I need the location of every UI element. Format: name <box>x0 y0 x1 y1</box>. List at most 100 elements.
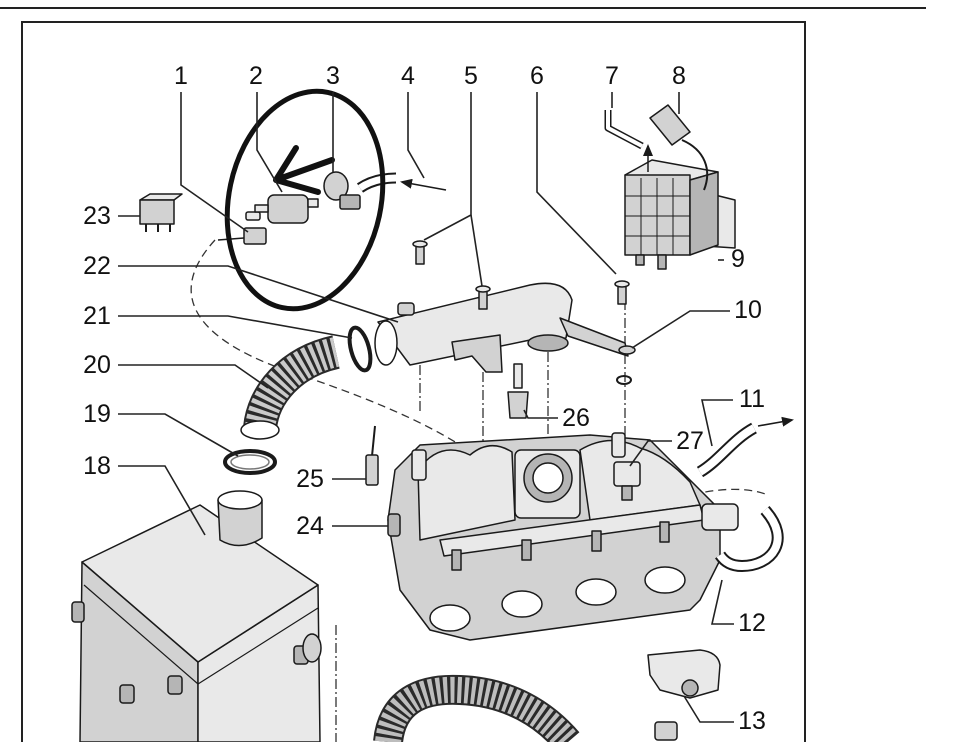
part-19-hose-clamp <box>223 449 277 475</box>
connector-1-body <box>243 227 267 245</box>
callout-12: 12 <box>738 609 766 637</box>
sensor-25-wire <box>371 425 376 457</box>
injector-2 <box>521 539 532 561</box>
part-24-plug <box>387 513 401 537</box>
airbox-lid-rim <box>83 584 319 685</box>
valve-2-nozzle-left <box>254 204 269 213</box>
fasteners <box>412 240 636 385</box>
part-23-relay <box>139 193 183 232</box>
callout-20: 20 <box>83 351 111 379</box>
tube-22-outlet <box>527 334 569 352</box>
connector-1-seal <box>245 211 261 221</box>
hose-20-ribs <box>245 337 340 431</box>
callout-24: 24 <box>296 512 324 540</box>
runner-port-3 <box>575 578 617 606</box>
part-8-connector-cover <box>649 104 709 191</box>
leader-line-18 <box>118 465 206 536</box>
highlight-arrow-icon <box>273 145 335 195</box>
leader-line-6 <box>536 92 617 275</box>
leader-line-26 <box>523 409 558 419</box>
strip-7-outline <box>604 110 644 150</box>
part-22-intake-tube <box>374 282 629 373</box>
screw-c-head <box>614 280 630 288</box>
part-26-sensor <box>507 363 529 419</box>
screw-a-head <box>412 240 428 248</box>
sensor-26-body <box>507 391 529 419</box>
runner-port-1 <box>429 604 471 632</box>
valve-27-body <box>613 461 641 487</box>
part-25-sensor <box>365 425 379 486</box>
callout-3: 3 <box>326 62 340 90</box>
hose-12-fill <box>716 507 782 571</box>
valve-2-body <box>267 194 309 224</box>
relay-body <box>139 199 175 225</box>
sensor-13-port <box>681 679 699 697</box>
screw-b-head <box>475 285 491 293</box>
cap-3-body <box>323 171 349 201</box>
leader-line-21 <box>118 315 353 339</box>
runner-port-2 <box>501 590 543 618</box>
leader-line-22 <box>118 265 399 323</box>
callout-25: 25 <box>296 465 324 493</box>
callout-26: 26 <box>562 404 590 432</box>
tube-22-nozzle <box>397 302 415 316</box>
throttle-bore-inner <box>532 462 564 494</box>
airbox-clip-left <box>71 601 85 623</box>
callout-19: 19 <box>83 400 111 428</box>
part-9-control-unit <box>624 144 736 270</box>
part-27-valve <box>613 461 641 501</box>
hose-4-fill <box>358 174 397 191</box>
airbox-lid-top <box>81 504 319 663</box>
airbox-clip-front-a <box>119 684 135 704</box>
leader-lines <box>118 92 734 723</box>
leader-line-5a <box>423 92 472 241</box>
leader-line-10 <box>631 310 730 349</box>
manifold-end-fitting <box>701 503 739 531</box>
manifold-left-pipe <box>411 449 427 481</box>
flow-arrow-11 <box>757 416 794 427</box>
clamp-21-ring <box>347 325 373 373</box>
callout-11: 11 <box>739 385 765 413</box>
leader-line-13 <box>683 695 734 723</box>
sensor-13-body <box>647 649 721 699</box>
leader-line-11 <box>701 399 733 447</box>
part-18-air-filter-housing <box>71 490 322 742</box>
part-3-cap <box>323 171 361 210</box>
washer-10-lower <box>616 375 632 385</box>
leader-line-19 <box>118 413 239 457</box>
manifold-upper-runners <box>417 445 516 541</box>
valve-27-stem <box>621 485 633 501</box>
injector-3 <box>591 530 602 552</box>
callout-21: 21 <box>83 302 111 330</box>
injector-4 <box>659 521 670 543</box>
leader-line-5b <box>470 214 483 287</box>
callout-8: 8 <box>672 62 686 90</box>
callout-2: 2 <box>249 62 263 90</box>
sensor-13-lower-part <box>654 721 678 741</box>
part-13-sensor <box>647 649 721 741</box>
callout-22: 22 <box>83 252 111 280</box>
leader-line-12 <box>710 579 734 625</box>
runner-port-4 <box>644 566 686 594</box>
callout-labels: 1 2 3 4 5 6 7 8 9 10 11 12 13 18 19 20 2… <box>83 62 766 735</box>
highlight-circle <box>224 88 386 312</box>
tube-22-bracket-right <box>559 317 629 357</box>
strip-7-fill <box>606 110 643 148</box>
clamp-19-outer <box>223 449 277 475</box>
airbox-outlet-tube <box>217 499 263 547</box>
part-11-vent-hose <box>696 416 794 478</box>
leader-line-27 <box>629 440 672 467</box>
unit-9-pin-b <box>657 254 667 270</box>
airbox-side-port <box>302 633 322 663</box>
part-12-hose <box>715 505 784 573</box>
valve-2-nozzle-right <box>307 198 319 208</box>
part-7-retaining-strip <box>604 110 644 150</box>
flow-arrow-4 <box>400 178 447 191</box>
unit-9-side <box>689 171 719 256</box>
leader-line-20 <box>118 364 269 389</box>
cap-3-bracket <box>339 194 361 210</box>
leader-line-2 <box>256 92 283 193</box>
injector-1 <box>451 549 462 571</box>
part-20-intake-hose <box>240 335 341 440</box>
manifold-right-pipe <box>611 432 626 458</box>
